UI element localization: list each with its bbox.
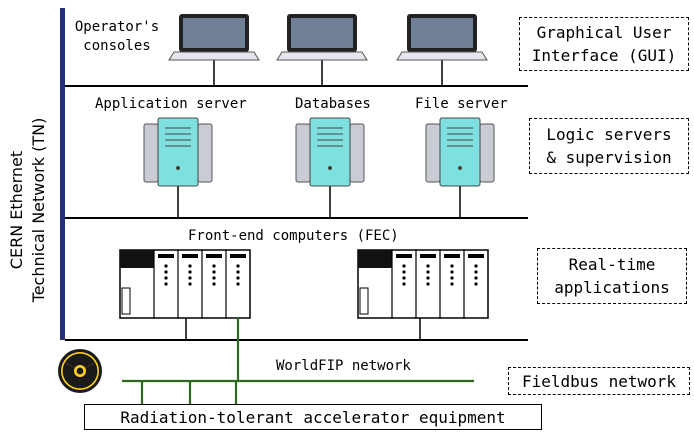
real-time-description-box: Real-time applications xyxy=(537,248,687,304)
laptop-connectors xyxy=(213,60,443,86)
gui-description-box: Graphical User Interface (GUI) xyxy=(519,17,689,71)
fec-connectors xyxy=(185,318,421,340)
laptop-icon xyxy=(276,14,368,61)
network-label: CERN Ethernet Technical Network (TN) xyxy=(7,117,48,303)
radiation-hazard-icon xyxy=(58,349,102,393)
file-server-label: File server xyxy=(415,96,508,112)
application-server-label: Application server xyxy=(95,96,247,112)
fieldbus-description-box: Fieldbus network xyxy=(508,367,690,395)
fec-label: Front-end computers (FEC) xyxy=(188,228,399,244)
server-connectors xyxy=(177,186,461,218)
fec-rack-icon xyxy=(357,249,489,319)
server-icon xyxy=(425,117,495,187)
laptop-icon xyxy=(168,14,260,61)
fec-rack-icon xyxy=(119,249,251,319)
equipment-box: Radiation-tolerant accelerator equipment xyxy=(84,404,542,430)
worldfip-label: WorldFIP network xyxy=(276,358,411,374)
laptop-icon xyxy=(396,14,488,61)
server-icon xyxy=(295,117,365,187)
logic-servers-description-box: Logic servers & supervision xyxy=(529,118,689,174)
network-bar xyxy=(60,8,65,340)
fieldbus-lines xyxy=(122,318,474,404)
operator-consoles-label: Operator's consoles xyxy=(74,19,160,54)
databases-label: Databases xyxy=(295,96,371,112)
server-icon xyxy=(143,117,213,187)
